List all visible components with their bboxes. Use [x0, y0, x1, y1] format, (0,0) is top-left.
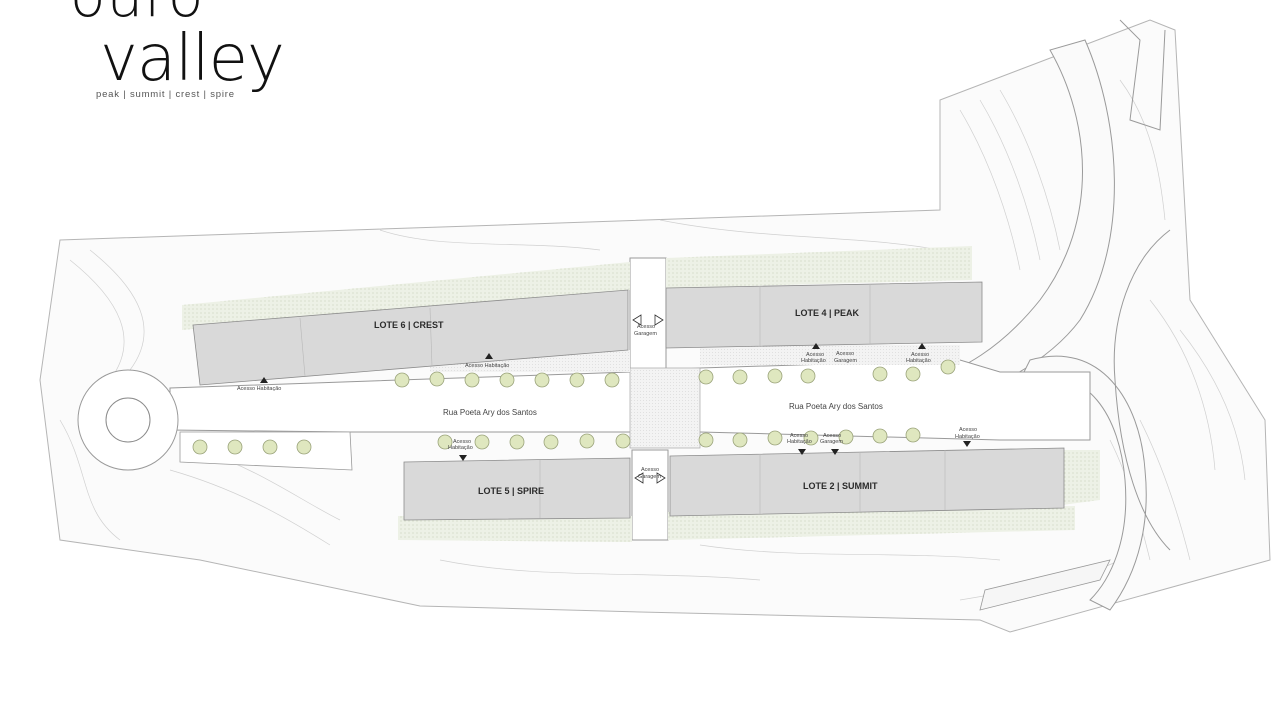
- label-lote-2: LOTE 2 | SUMMIT: [803, 481, 878, 491]
- tree-row-parking: [192, 439, 312, 455]
- road-south-east: [1019, 355, 1147, 611]
- label-habitacao-lote5: Habitação: [448, 445, 473, 451]
- label-acesso-lote4-c: Acesso: [911, 352, 929, 358]
- central-passage-north: [629, 257, 667, 371]
- logo-word-main: valley: [100, 22, 284, 96]
- tree-row-south-east: [698, 427, 921, 448]
- brand-logo: ouro valley peak | summit | crest | spir…: [70, 0, 285, 100]
- label-acesso-lote4-a: Acesso: [806, 352, 824, 358]
- label-lote-4: LOTE 4 | PEAK: [795, 308, 860, 318]
- road-east-inner: [1119, 19, 1166, 131]
- label-garagem-south: Garagem: [638, 474, 661, 480]
- label-garagem-lote4-b: Garagem: [834, 358, 857, 364]
- label-acesso-lote4-b: Acesso: [836, 351, 854, 357]
- contour-lines: [59, 79, 1246, 601]
- label-acesso-garage-north: Acesso: [637, 324, 655, 330]
- building-lote-2: [669, 447, 1065, 517]
- access-markers: [260, 343, 971, 461]
- road-east-outer: [1113, 229, 1171, 551]
- tree-row-north-east: [698, 359, 956, 385]
- label-acesso-lote5: Acesso: [453, 439, 471, 445]
- label-garagem-lote2-b: Garagem: [820, 439, 843, 445]
- label-acesso-lote2-c: Acesso: [959, 427, 977, 433]
- label-acesso-lote2-a: Acesso: [790, 433, 808, 439]
- central-crossing: [629, 367, 701, 449]
- logo-word-top: ouro: [70, 0, 204, 30]
- label-habitacao-lote2-c: Habitação: [955, 434, 980, 440]
- label-habitacao-lote4-a: Habitação: [801, 358, 826, 364]
- green-strip-east-end: [1062, 450, 1100, 505]
- central-passage-south: [631, 449, 669, 541]
- label-lote-6: LOTE 6 | CREST: [374, 320, 444, 330]
- road-south-east-edge: [979, 559, 1111, 611]
- logo-tagline: peak | summit | crest | spire: [96, 89, 235, 100]
- building-lote-4: [665, 281, 983, 349]
- green-strip-south-west: [398, 516, 632, 542]
- label-street-east: Rua Poeta Ary dos Santos: [789, 402, 883, 411]
- building-dividers: [299, 284, 946, 518]
- label-acesso-lote2-b: Acesso: [823, 433, 841, 439]
- label-street-west: Rua Poeta Ary dos Santos: [443, 408, 537, 417]
- green-strip-north-east: [666, 246, 972, 288]
- label-acesso-habitacao-central: Acesso Habitação: [465, 363, 509, 369]
- label-habitacao-lote4-c: Habitação: [906, 358, 931, 364]
- pedestrian-walk-east: [700, 345, 960, 365]
- label-acesso-habitacao-lote6: Acesso Habitação: [237, 386, 281, 392]
- label-acesso-garage-south: Acesso: [641, 467, 659, 473]
- tree-row-south-west: [437, 433, 631, 450]
- garage-arrows: [632, 314, 666, 484]
- label-lote-5: LOTE 5 | SPIRE: [478, 486, 544, 496]
- building-lote-5: [403, 457, 631, 521]
- building-lote-6: [192, 289, 629, 386]
- tree-row-north-west: [394, 371, 620, 388]
- green-strip-north-west: [182, 262, 630, 330]
- roundabout-island: [105, 397, 151, 443]
- green-strip-south-east: [668, 506, 1075, 540]
- label-habitacao-lote2-a: Habitação: [787, 439, 812, 445]
- label-garagem-north: Garagem: [634, 331, 657, 337]
